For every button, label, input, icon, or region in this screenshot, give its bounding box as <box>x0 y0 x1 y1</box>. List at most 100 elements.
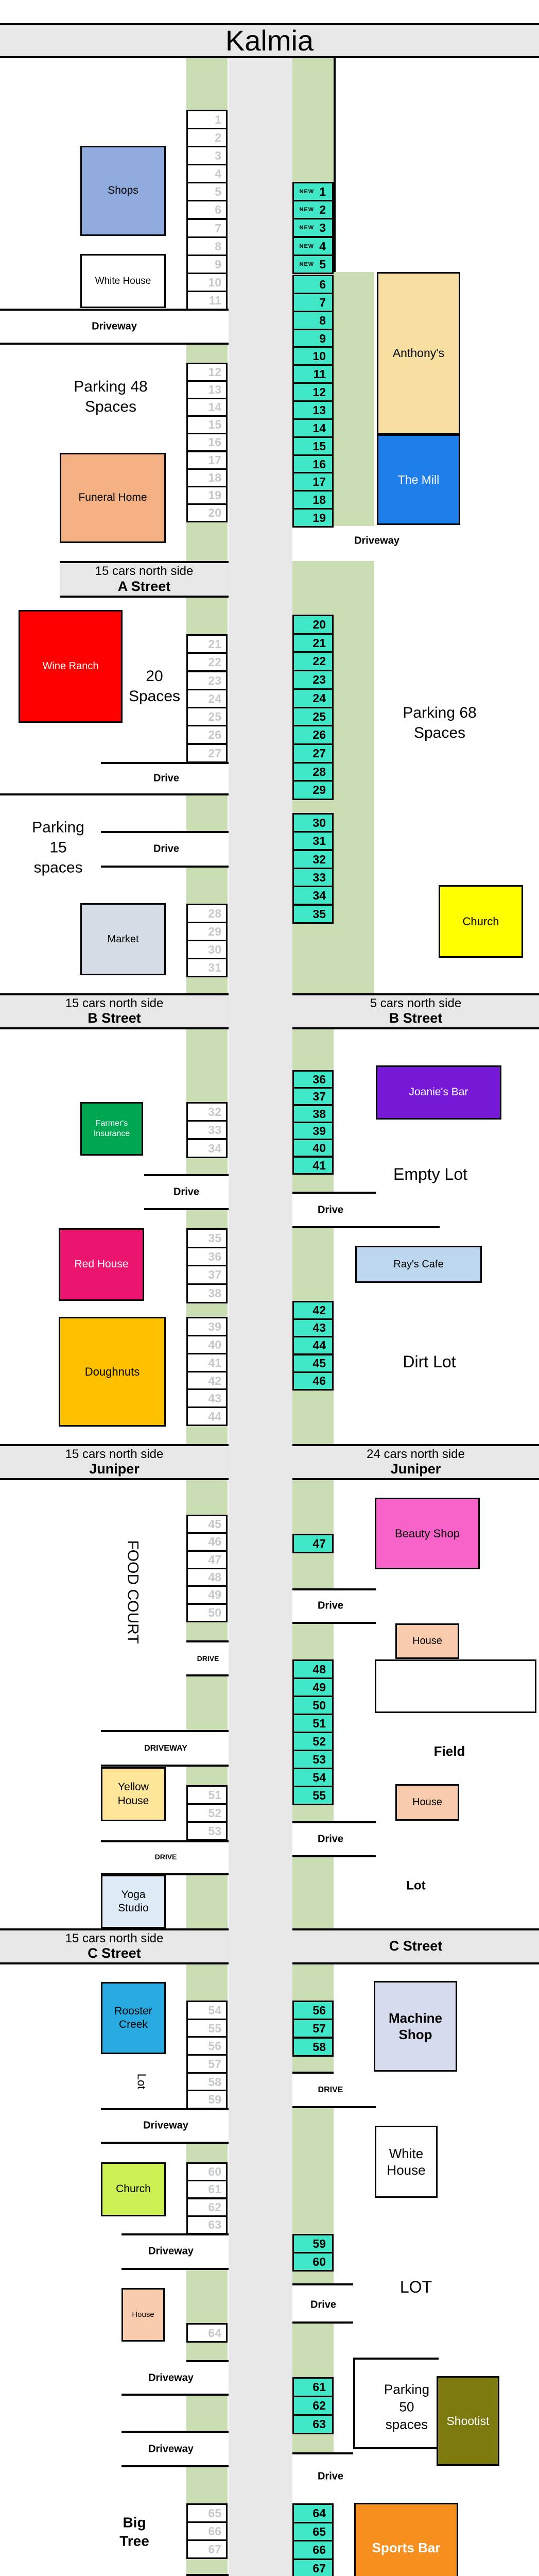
label-driveway: Driveway <box>143 2120 188 2131</box>
space-number: 32 <box>312 852 326 866</box>
building-beauty-shop: Beauty Shop <box>375 1498 480 1569</box>
space-number: 14 <box>312 421 326 435</box>
building-label: House <box>117 1794 149 1807</box>
parking-space-left-63: 63 <box>186 2215 228 2234</box>
parking-space-right-new-1: NEW 1 <box>292 182 334 201</box>
space-number: 18 <box>208 471 221 484</box>
building-label: Studio <box>118 1902 149 1914</box>
space-number: 4 <box>319 239 326 253</box>
lot-line <box>101 762 229 764</box>
parking-space-left-24: 24 <box>186 689 228 708</box>
parking-strip <box>186 2341 228 2360</box>
label-driveway: Driveway <box>148 2443 194 2455</box>
parking-space-right-54: 54 <box>292 1768 334 1787</box>
parking-strip <box>292 1029 334 1070</box>
lot-line <box>292 2072 334 2074</box>
space-number: 8 <box>215 239 221 253</box>
building-label: Church <box>462 914 499 928</box>
new-space-tag: NEW <box>299 243 315 249</box>
space-number: 58 <box>208 2075 221 2089</box>
parking-space-left-9: 9 <box>186 255 228 274</box>
space-number: 66 <box>312 2543 326 2556</box>
parking-space-left-10: 10 <box>186 273 228 292</box>
space-number: 20 <box>208 506 221 519</box>
area-label-lot-left-upper: Lot <box>134 2074 149 2090</box>
space-number: 57 <box>208 2057 221 2071</box>
parking-space-right-56: 56 <box>292 2001 334 2020</box>
building-label: Market <box>107 933 139 945</box>
space-number: 52 <box>312 1734 326 1748</box>
area-label-lot-caps: LOT <box>400 2277 432 2298</box>
parking-space-right-64: 64 <box>292 2503 334 2523</box>
label-driveway-caps: DRIVEWAY <box>144 1744 187 1753</box>
space-number: 34 <box>312 888 326 902</box>
parking-space-left-41: 41 <box>186 1353 228 1372</box>
street-name-kalmia: Kalmia <box>225 24 314 57</box>
parking-space-right-41: 41 <box>292 1156 334 1175</box>
parking-strip <box>186 1480 228 1515</box>
space-number: 23 <box>312 673 326 686</box>
parking-space-right-23: 23 <box>292 670 334 690</box>
parking-strip <box>186 345 228 363</box>
building-shootist: Shootist <box>437 2376 499 2466</box>
space-number: 5 <box>215 184 221 198</box>
building-label: Farmer's <box>95 1119 128 1128</box>
parking-space-right-38: 38 <box>292 1105 334 1123</box>
space-number: 41 <box>312 1158 326 1172</box>
space-number: 18 <box>312 493 326 506</box>
parking-strip <box>292 58 334 182</box>
space-number: 58 <box>312 2040 326 2054</box>
parking-space-right-66: 66 <box>292 2540 334 2560</box>
building-label: Shops <box>108 184 138 197</box>
area-label-line: FOOD COURT <box>124 1540 142 1644</box>
parking-space-right-6: 6 <box>292 275 334 294</box>
parking-space-left-40: 40 <box>186 1335 228 1354</box>
street-band-c-left: 15 cars north side C Street <box>0 1928 229 1964</box>
area-label-line: Lot <box>135 2073 148 2090</box>
area-label-line: Tree <box>119 2533 149 2549</box>
parking-strip <box>186 1425 228 1444</box>
parking-strip <box>186 2143 228 2162</box>
lot-line <box>121 2431 229 2433</box>
parking-strip <box>186 1676 228 1730</box>
lot-line <box>0 309 229 311</box>
space-number: 56 <box>208 2039 221 2053</box>
parking-space-left-67: 67 <box>186 2539 228 2559</box>
label-drive-caps: DRIVE <box>197 1654 219 1663</box>
space-number: 33 <box>208 1123 221 1137</box>
space-number: 24 <box>312 691 326 705</box>
area-label-line: spaces <box>33 859 83 876</box>
label-driveway: Driveway <box>92 320 137 332</box>
space-number: 10 <box>312 349 326 363</box>
parking-space-left-19: 19 <box>186 486 228 505</box>
space-number: 8 <box>319 313 326 327</box>
lot-line <box>101 831 229 833</box>
label-drive: Drive <box>153 772 180 784</box>
building-label: Yoga <box>121 1888 146 1901</box>
parking-space-left-52: 52 <box>186 1803 228 1823</box>
space-number: 62 <box>208 2200 221 2214</box>
space-number: 28 <box>312 765 326 778</box>
parking-space-right-27: 27 <box>292 743 334 764</box>
building-house-j1: House <box>395 1623 459 1659</box>
parking-space-left-38: 38 <box>186 1283 228 1303</box>
street-name-b-right: B Street <box>389 1010 443 1026</box>
parking-strip <box>186 795 228 831</box>
space-number: 48 <box>312 1662 326 1676</box>
space-number: 29 <box>208 924 221 938</box>
space-number: 1 <box>319 184 326 198</box>
street-name-c-right: C Street <box>389 1938 443 1954</box>
parking-space-right-47: 47 <box>292 1534 334 1553</box>
lot-line <box>101 1730 229 1732</box>
lot-line <box>292 1588 376 1590</box>
lot-line <box>101 1873 229 1875</box>
space-number: 2 <box>215 130 221 144</box>
new-space-tag: NEW <box>299 189 315 195</box>
